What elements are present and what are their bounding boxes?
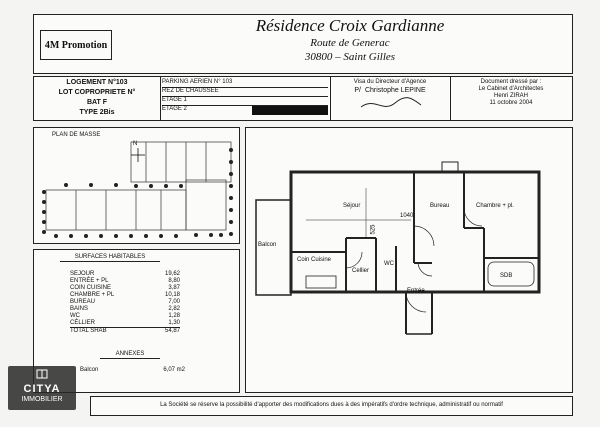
parking-row: PARKING AERIEN N° 103 xyxy=(162,79,328,88)
citya-watermark: CITYA IMMOBILIER xyxy=(8,366,76,410)
floor-highlight xyxy=(252,106,328,115)
surface-label: COIN CUISINE xyxy=(70,285,112,291)
lot-copropriete: LOT COPROPRIETE N° xyxy=(58,89,136,96)
signature xyxy=(360,97,422,108)
residence-city: 30800 – Saint Gilles xyxy=(304,51,396,63)
visa-label: Visa du Directeur d'Agence xyxy=(353,79,427,85)
disclaimer: La Société se réserve la possibilité d'a… xyxy=(160,402,503,408)
room-bureau: Bureau xyxy=(430,203,450,209)
floorplan-drawing xyxy=(255,161,541,335)
room-chambre: Chambre + pl. xyxy=(476,203,514,209)
surface-row: CÉLLIER 1,30 xyxy=(70,320,180,327)
north-indicator: N xyxy=(133,141,138,147)
citya-sub: IMMOBILIER xyxy=(21,396,63,403)
surface-row: CHAMBRE + PL 10,18 xyxy=(70,292,180,299)
room-wc: WC xyxy=(384,261,394,267)
room-balcon: Balcon xyxy=(258,242,277,248)
logement-info: LOGEMENT N°103 LOT COPROPRIETE N° BAT F … xyxy=(36,79,158,117)
info-divider-1 xyxy=(160,76,161,121)
surface-row: ENTRÉE + PL 8,80 xyxy=(70,278,180,285)
surfaces-table: SEJOUR 19,62 ENTRÉE + PL 8,80 COIN CUISINE… xyxy=(70,271,180,335)
annex-row: Balcon 6,07 m2 xyxy=(80,367,185,374)
floor-table: PARKING AERIEN N° 103 REZ DE CHAUSSEE ET… xyxy=(162,79,328,115)
surface-label: WC xyxy=(70,313,80,319)
surface-total-value: 54,87 xyxy=(164,328,180,334)
annex-label: Balcon xyxy=(80,367,99,373)
surface-row: COIN CUISINE 3,87 xyxy=(70,285,180,292)
info-divider-3 xyxy=(450,76,451,121)
dimension-height: 525 xyxy=(370,224,377,235)
doc-label: Document dressé par : xyxy=(480,79,542,85)
annex-value: 6,07 m2 xyxy=(163,367,185,373)
surface-row: BAINS 2,82 xyxy=(70,306,180,313)
type-logement: TYPE 2Bis xyxy=(79,109,115,116)
visa-block: Visa du Directeur d'Agence P/ Christophe… xyxy=(332,79,448,116)
surface-label: ENTRÉE + PL xyxy=(70,278,109,284)
brand-box: 4M Promotion xyxy=(40,30,112,60)
citya-logo-icon xyxy=(36,369,48,379)
architect-name: Henri ZIRAH xyxy=(493,93,528,99)
surface-label: BUREAU xyxy=(70,299,96,305)
surface-label: CÉLLIER xyxy=(70,320,96,326)
residence-route: Route de Generac xyxy=(310,37,390,49)
logement-number: LOGEMENT N°103 xyxy=(66,79,128,86)
surface-value: 19,62 xyxy=(164,271,180,277)
room-sdb: SDB xyxy=(500,273,513,279)
floor-row-rdc: REZ DE CHAUSSEE xyxy=(162,88,328,97)
info-divider-2 xyxy=(330,76,331,121)
site-plan-drawing xyxy=(42,141,233,238)
surface-value: 1,30 xyxy=(168,320,180,326)
footer-box xyxy=(90,396,573,416)
surfaces-title: SURFACES HABITABLES xyxy=(60,254,160,262)
header-frame xyxy=(33,14,573,74)
surface-value: 3,87 xyxy=(168,285,180,291)
director-name: Christophe LEPINE xyxy=(364,87,426,94)
plan-masse-title: PLAN DE MASSE xyxy=(52,132,101,138)
surface-row: SEJOUR 19,62 xyxy=(70,271,180,278)
director-prefix: P/ xyxy=(354,87,361,94)
document-author: Document dressé par : Le Cabinet d'Archi… xyxy=(452,79,570,107)
citya-name: CITYA xyxy=(23,383,61,395)
room-sejour: Séjour xyxy=(343,203,361,209)
dimension-width: 1040 xyxy=(400,213,414,219)
residence-title: Résidence Croix Gardianne xyxy=(255,16,445,35)
surface-total-label: TOTAL SHAB xyxy=(70,328,107,334)
room-cuisine: Coin Cuisine xyxy=(297,257,332,263)
batiment: BAT F xyxy=(86,99,108,106)
surface-value: 7,00 xyxy=(168,299,180,305)
surface-value: 1,28 xyxy=(168,313,180,319)
document-date: 11 octobre 2004 xyxy=(489,100,533,106)
surface-total-row: TOTAL SHAB 54,87 xyxy=(70,327,180,335)
surface-value: 8,80 xyxy=(168,278,180,284)
surface-value: 10,18 xyxy=(164,292,180,298)
surface-row: BUREAU 7,00 xyxy=(70,299,180,306)
brand-name: 4M Promotion xyxy=(44,40,108,51)
surface-value: 2,82 xyxy=(168,306,180,312)
surface-label: SEJOUR xyxy=(70,271,95,277)
room-cellier: Cellier xyxy=(352,268,370,274)
floor-row-2-label: ETAGE 2 xyxy=(162,106,187,112)
surface-label: CHAMBRE + PL xyxy=(70,292,115,298)
surface-label: BAINS xyxy=(70,306,89,312)
annexes-title: ANNEXES xyxy=(100,351,160,359)
floor-row-1: ETAGE 1 xyxy=(162,97,328,106)
floor-row-2: ETAGE 2 xyxy=(162,106,328,115)
surface-row: WC 1,28 xyxy=(70,313,180,320)
room-entree: Entrée xyxy=(407,288,425,294)
cabinet-name: Le Cabinet d'Architectes xyxy=(478,86,544,92)
